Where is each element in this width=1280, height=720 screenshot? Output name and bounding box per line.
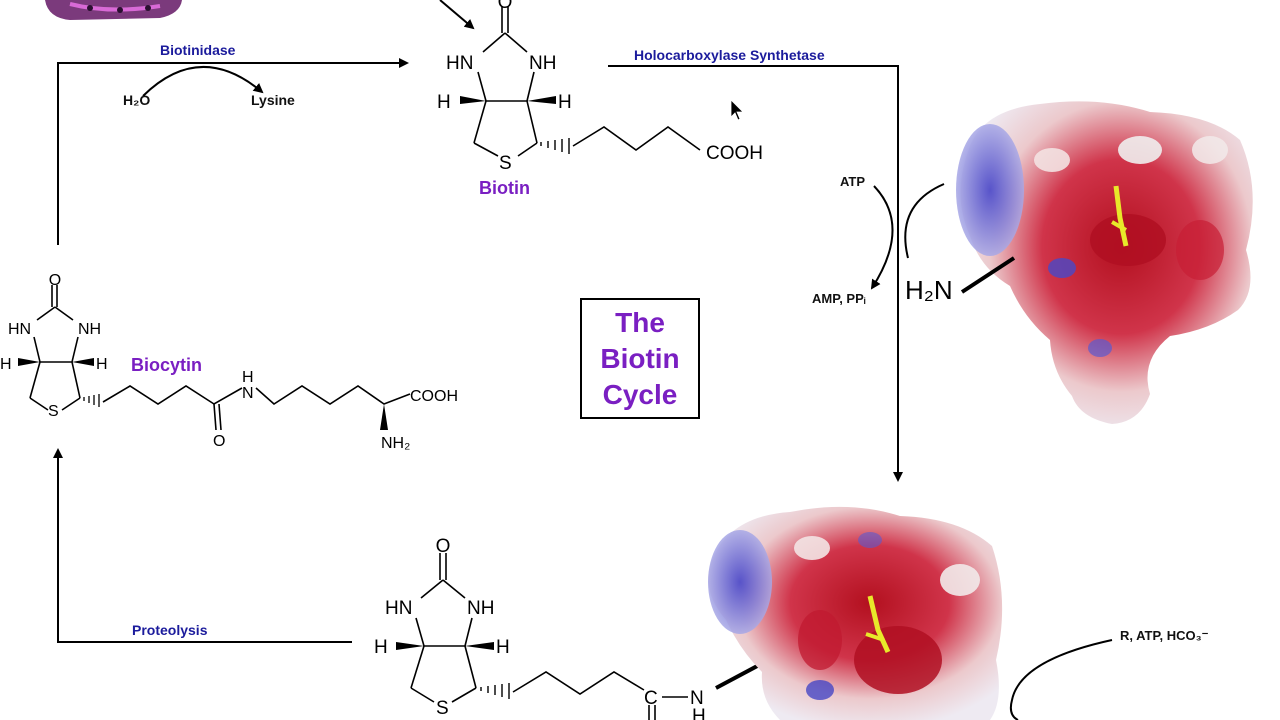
holocarboxylase-arrow <box>608 65 903 482</box>
biotin-name: Biotin <box>479 178 530 198</box>
svg-text:H: H <box>96 356 108 373</box>
water-label: H₂O <box>123 92 150 108</box>
svg-text:COOH: COOH <box>706 143 763 164</box>
amine-join-arc <box>904 183 945 259</box>
svg-text:H: H <box>437 92 451 113</box>
biotinidase-arrow <box>57 58 409 245</box>
cycle-arrows <box>53 0 1113 720</box>
svg-text:COOH: COOH <box>410 388 458 405</box>
diagram-title-box: The Biotin Cycle <box>580 298 700 419</box>
title-line-3: Cycle <box>602 378 678 410</box>
svg-text:H: H <box>496 637 510 658</box>
carboxylation-arc <box>1009 639 1113 720</box>
svg-text:O: O <box>498 0 513 13</box>
svg-text:O: O <box>49 272 61 289</box>
svg-text:NH: NH <box>467 598 494 619</box>
svg-text:NH₂: NH₂ <box>381 435 410 452</box>
holocarboxylase-label: Holocarboxylase Synthetase <box>634 47 825 63</box>
water-lysine-arrow <box>142 66 264 97</box>
biocytin-name: Biocytin <box>131 355 202 375</box>
svg-text:HN: HN <box>8 321 31 338</box>
svg-text:HN: HN <box>446 53 473 74</box>
biotinidase-label: Biotinidase <box>160 42 236 58</box>
svg-text:H: H <box>692 706 706 720</box>
svg-text:NH: NH <box>78 321 101 338</box>
svg-text:O: O <box>436 536 451 557</box>
amine-label: H₂N <box>905 275 953 305</box>
svg-text:H: H <box>242 369 254 386</box>
atp-label: ATP <box>840 174 865 189</box>
svg-text:S: S <box>48 403 59 420</box>
svg-text:S: S <box>499 153 512 174</box>
image-fragment <box>45 0 182 20</box>
svg-text:N: N <box>242 385 254 402</box>
biotin-structure: O HN NH H H S COOH <box>437 0 763 174</box>
incoming-arrow <box>439 0 475 30</box>
holo-protein-surface <box>708 506 1003 720</box>
svg-text:H: H <box>0 356 12 373</box>
proteolysis-label: Proteolysis <box>132 622 208 638</box>
apo-protein-surface <box>956 101 1253 424</box>
atp-amp-arrow <box>870 185 894 290</box>
svg-text:HN: HN <box>385 598 412 619</box>
svg-text:N: N <box>690 688 704 709</box>
lysine-label: Lysine <box>251 92 295 108</box>
carboxylation-label: R, ATP, HCO₃⁻ <box>1120 628 1209 643</box>
title-line-2: Biotin <box>600 342 680 374</box>
svg-text:H: H <box>374 637 388 658</box>
biocytin-structure: O HN NH H H S H N O COOH NH₂ <box>0 272 458 452</box>
mouse-cursor-icon <box>730 99 744 121</box>
svg-text:C: C <box>644 688 658 709</box>
amp-ppi-label: AMP, PPᵢ <box>812 291 866 306</box>
title-line-1: The <box>615 306 665 338</box>
svg-text:H: H <box>558 92 572 113</box>
svg-text:NH: NH <box>529 53 556 74</box>
proteolysis-arrow <box>53 448 352 643</box>
svg-text:S: S <box>436 698 449 719</box>
svg-text:O: O <box>213 433 225 450</box>
